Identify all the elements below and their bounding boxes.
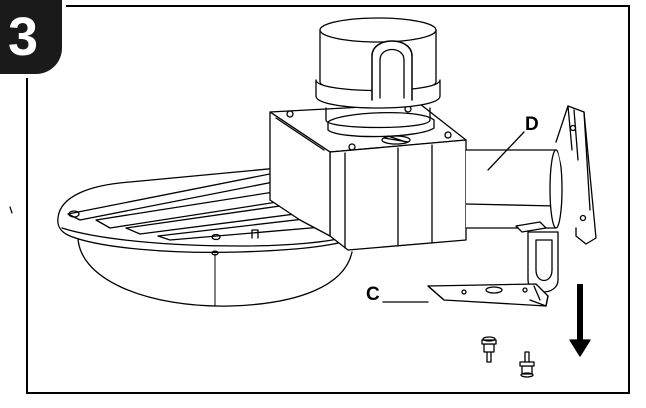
lens-dome: [77, 231, 353, 307]
part-label-d: D: [525, 114, 539, 135]
screw-icon: [481, 336, 497, 363]
leader-line-d: [487, 131, 525, 171]
screw-icon: [519, 351, 535, 378]
edge-mark: [9, 206, 13, 214]
step-number: 3: [8, 7, 39, 67]
mounting-ear: [527, 231, 559, 293]
bracket-plate: [427, 283, 549, 307]
arrow-down-icon: [569, 284, 591, 357]
heat-sink-housing: [57, 165, 351, 256]
step-badge: 3: [0, 0, 66, 78]
instruction-frame: [26, 5, 630, 394]
part-label-c: C: [366, 284, 380, 305]
photocell-sensor: [315, 17, 441, 129]
